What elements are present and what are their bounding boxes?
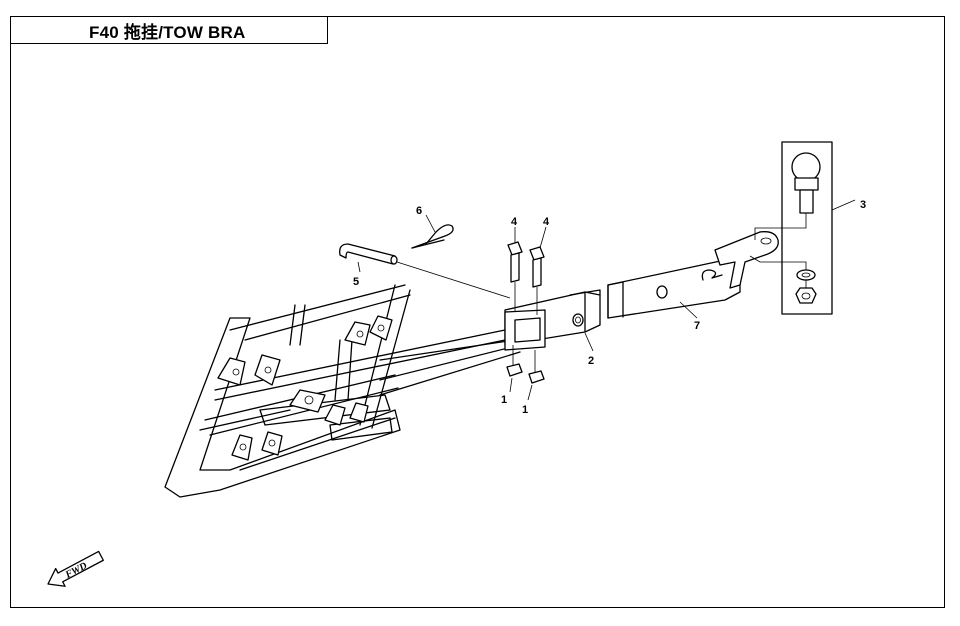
nut-right [528,350,545,384]
callout-1-left: 1 [501,394,507,406]
callout-4-left: 4 [511,216,518,228]
receiver-tube [504,289,601,351]
diagram-title: F40 拖挂/TOW BRA [89,22,246,42]
fwd-label: FWD [63,560,89,581]
callouts: 6 5 4 4 1 1 2 3 7 [353,199,866,416]
drawing-frame [10,16,945,608]
callout-3: 3 [860,199,866,211]
callout-1-right: 1 [522,404,528,416]
callout-5: 5 [353,276,359,288]
leader-lines [357,214,698,401]
hitch-pin [339,243,511,299]
callout-4-right: 4 [543,216,550,228]
ball-kit-box [749,141,856,315]
hitch-clip [411,224,454,249]
callout-6: 6 [416,205,422,217]
drawbar [607,231,779,319]
fwd-arrow-icon: FWD [47,550,104,587]
bolt-left [507,241,523,312]
nut-left [506,345,523,377]
title-box: F40 拖挂/TOW BRA [10,16,328,44]
callout-7: 7 [694,320,700,332]
vehicle-frame [164,284,521,498]
bolt-right [529,246,545,315]
callout-2: 2 [588,355,594,367]
